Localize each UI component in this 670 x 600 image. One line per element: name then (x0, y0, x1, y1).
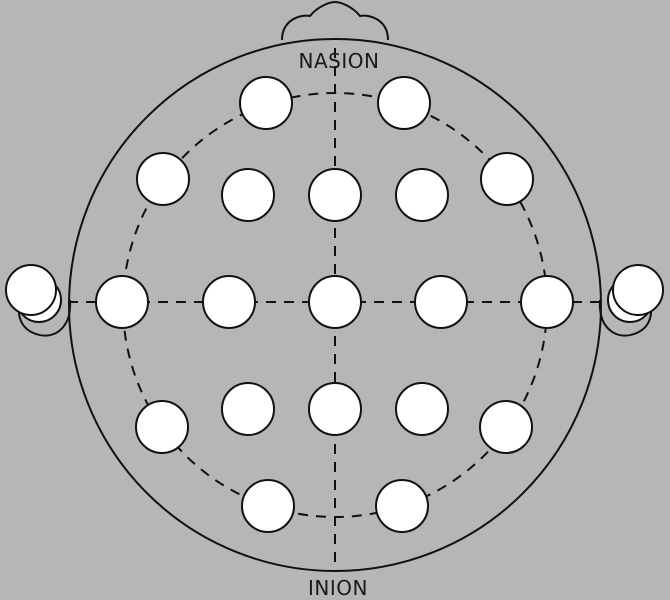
electrode (95, 275, 149, 329)
electrode (414, 275, 468, 329)
nasion-label: NASION (299, 49, 380, 73)
electrode (308, 275, 362, 329)
electrode (375, 479, 429, 533)
electrode (239, 76, 293, 130)
electrode (395, 382, 449, 436)
electrode (202, 275, 256, 329)
electrode (395, 168, 449, 222)
electrode (135, 400, 189, 454)
left-ear-electrode (5, 264, 57, 316)
electrode (221, 382, 275, 436)
electrode (241, 479, 295, 533)
nose-shape (281, 0, 389, 41)
electrode (136, 152, 190, 206)
electrode-group (5, 76, 664, 533)
electrode (520, 275, 574, 329)
inion-label: INION (308, 576, 368, 600)
electrode (308, 168, 362, 222)
electrode (377, 76, 431, 130)
electrode (480, 152, 534, 206)
electrode (221, 168, 275, 222)
right-ear-electrode (612, 264, 664, 316)
electrode (479, 400, 533, 454)
electrode (308, 382, 362, 436)
